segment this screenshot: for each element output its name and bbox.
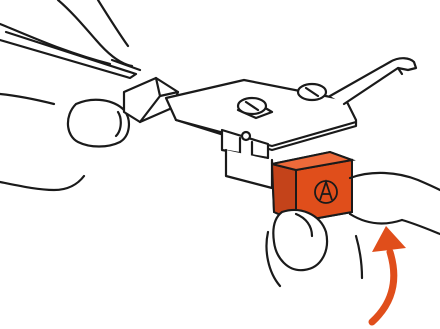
- left-thumb: [68, 100, 129, 147]
- curved-up-arrow-icon: [372, 226, 406, 322]
- lower-thumb: [267, 210, 328, 286]
- tonearm: [0, 32, 140, 78]
- headshell-plate: [166, 80, 356, 150]
- upper-hand: [0, 0, 132, 190]
- finger-lift: [330, 58, 416, 104]
